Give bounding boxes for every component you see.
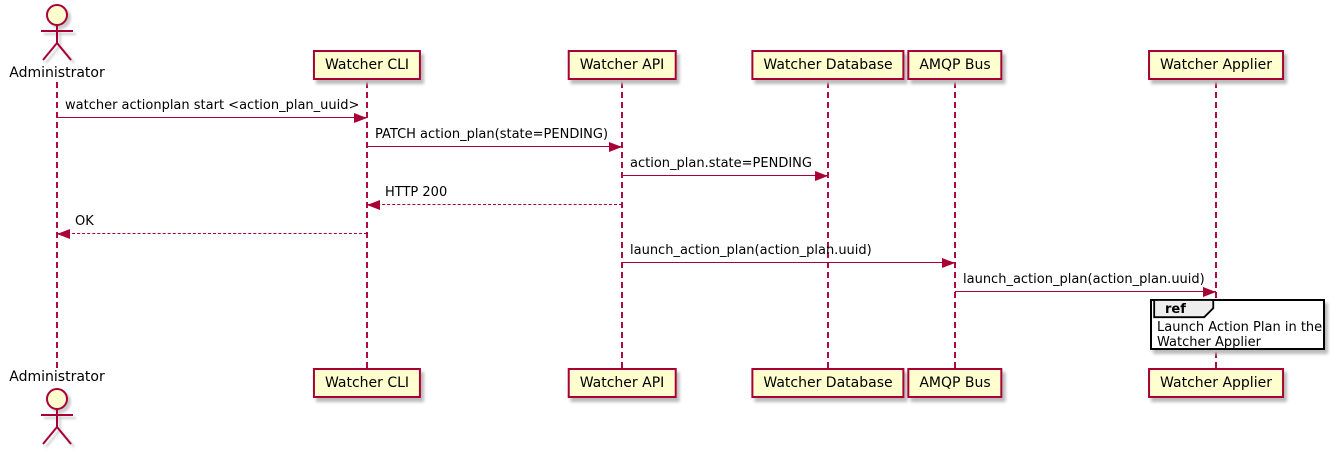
- lifeline: [366, 82, 368, 368]
- actor-label-bottom: Administrator: [9, 369, 105, 385]
- message-line: [367, 204, 622, 205]
- participant-box: Watcher API: [567, 368, 677, 398]
- actor-icon: [41, 4, 73, 61]
- lifeline: [827, 82, 829, 368]
- lifeline: [56, 82, 58, 368]
- message-line: [57, 233, 367, 234]
- message-label: action_plan.state=PENDING: [630, 156, 812, 171]
- lifeline: [954, 82, 956, 368]
- actor-label-top: Administrator: [9, 65, 105, 81]
- ref-text-line: Watcher Applier: [1157, 335, 1261, 350]
- message-line: [622, 175, 828, 176]
- message-label: OK: [75, 214, 94, 229]
- participant-box: AMQP Bus: [907, 50, 1003, 80]
- participant-box: Watcher Applier: [1148, 50, 1284, 80]
- message-label: HTTP 200: [385, 185, 448, 200]
- message-label: launch_action_plan(action_plan.uuid): [630, 243, 872, 258]
- participant-box: Watcher CLI: [312, 368, 422, 398]
- participant-box: AMQP Bus: [907, 368, 1003, 398]
- ref-keyword: ref: [1165, 302, 1186, 317]
- arrowhead-icon: [1203, 287, 1216, 297]
- lifeline: [621, 82, 623, 368]
- participant-box: Watcher Database: [751, 368, 905, 398]
- arrowhead-icon: [354, 113, 367, 123]
- actor-icon: [41, 388, 73, 445]
- participant-box: Watcher Applier: [1148, 368, 1284, 398]
- ref-text: Launch Action Plan in the Watcher Applie…: [1157, 320, 1322, 350]
- ref-fragment: ref Launch Action Plan in the Watcher Ap…: [1150, 299, 1325, 350]
- arrowhead-icon: [942, 258, 955, 268]
- message-line: [367, 146, 622, 147]
- participant-box: Watcher CLI: [312, 50, 422, 80]
- arrowhead-icon: [815, 171, 828, 181]
- ref-text-line: Launch Action Plan in the: [1157, 320, 1323, 335]
- ref-header-pentagon: [1153, 299, 1215, 319]
- message-line: [622, 262, 955, 263]
- arrowhead-icon: [57, 229, 70, 239]
- participant-box: Watcher API: [567, 50, 677, 80]
- message-label: watcher actionplan start <action_plan_uu…: [65, 98, 360, 113]
- message-line: [57, 117, 367, 118]
- arrowhead-icon: [367, 200, 380, 210]
- message-label: PATCH action_plan(state=PENDING): [375, 127, 609, 142]
- arrowhead-icon: [609, 142, 622, 152]
- message-label: launch_action_plan(action_plan.uuid): [963, 272, 1205, 287]
- lifeline: [1215, 82, 1217, 368]
- participant-box: Watcher Database: [751, 50, 905, 80]
- message-line: [955, 291, 1216, 292]
